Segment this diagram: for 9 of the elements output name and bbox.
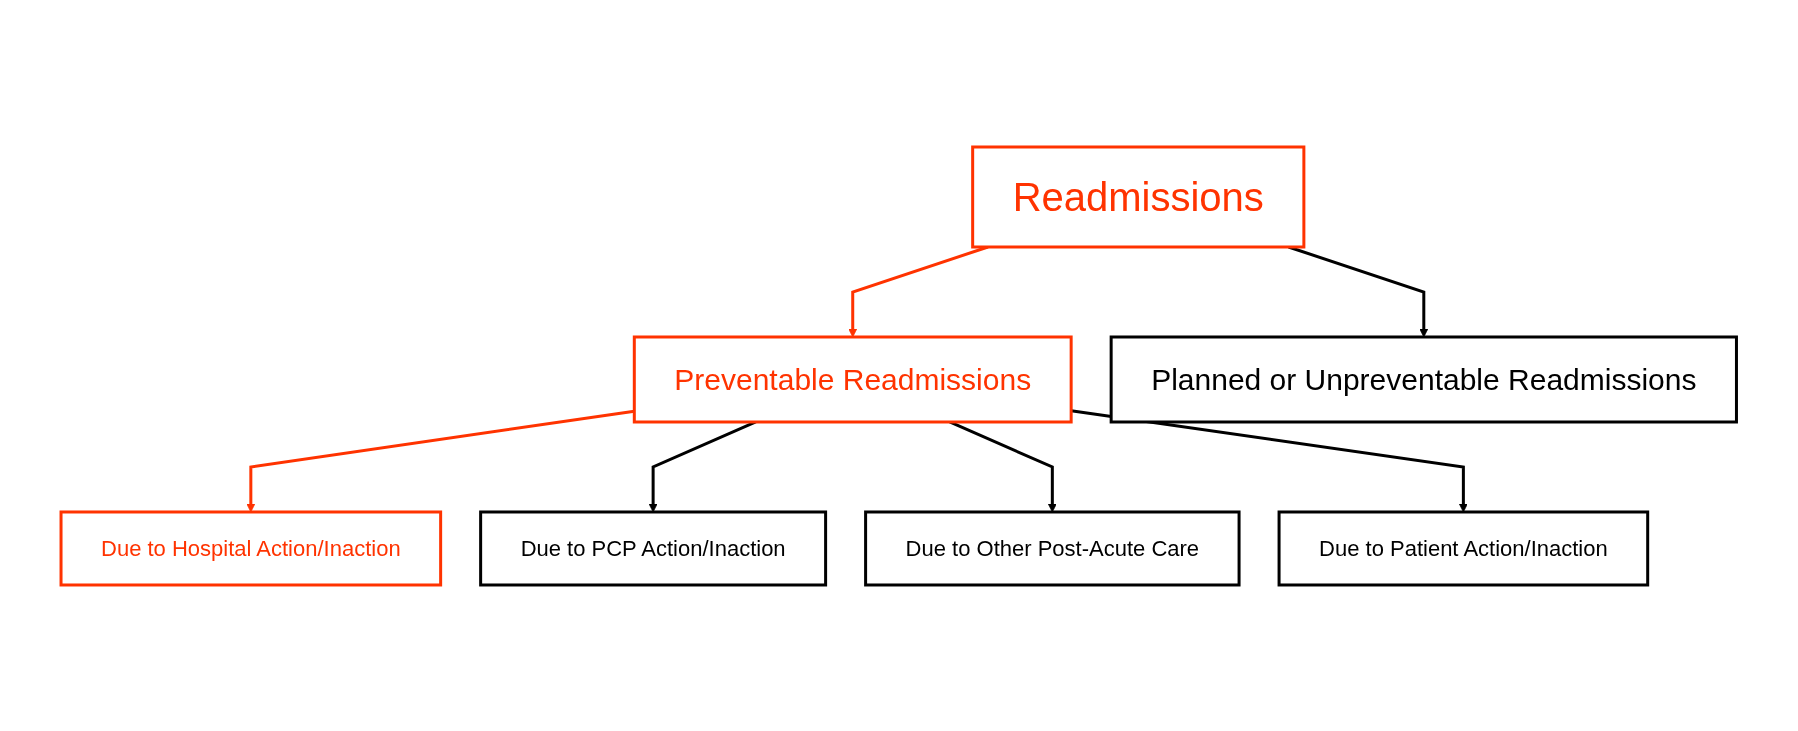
node-box: Due to Hospital Action/Inaction [59, 510, 443, 586]
arrow [1071, 408, 1469, 512]
node-box: Due to Other Post-Acute Care [864, 510, 1241, 586]
node-box: Preventable Readmissions [633, 335, 1073, 423]
node-box: Planned or Unpreventable Readmissions [1109, 335, 1739, 423]
arrow [246, 409, 635, 512]
node-box: Readmissions [971, 145, 1306, 248]
node-box: Due to Patient Action/Inaction [1277, 510, 1650, 586]
node-box: Due to PCP Action/Inaction [479, 510, 828, 586]
